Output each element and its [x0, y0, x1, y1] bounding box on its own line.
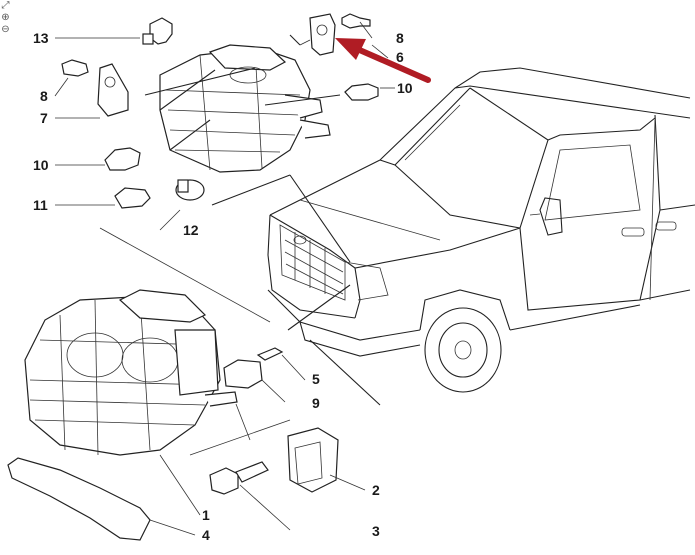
- callout-6: 6: [396, 49, 404, 65]
- callout-12: 12: [183, 222, 199, 238]
- callout-8-top: 8: [396, 30, 404, 46]
- callout-2: 2: [372, 482, 380, 498]
- van-illustration: [267, 67, 695, 393]
- connector-part-5: [256, 347, 284, 361]
- bulb-part-11: [114, 187, 151, 209]
- callout-5: 5: [312, 371, 320, 387]
- zoom-in-icon[interactable]: ⊕: [1, 12, 10, 23]
- zoom-out-icon[interactable]: ⊖: [1, 24, 10, 35]
- switch-part-2: [287, 427, 339, 493]
- screw-part-8-left: [61, 59, 89, 77]
- bulb-part-10-right: [344, 83, 379, 101]
- fit-page-icon[interactable]: ⤢: [1, 0, 10, 11]
- screw-part-8-top: [341, 13, 371, 29]
- callout-13: 13: [33, 30, 49, 46]
- callout-1: 1: [202, 507, 210, 523]
- callout-8-left: 8: [40, 88, 48, 104]
- bracket-part-7: [97, 63, 129, 117]
- leader-lines: [54, 21, 395, 536]
- callout-10-right: 10: [397, 80, 413, 96]
- bulb-part-10-left: [104, 147, 141, 171]
- callout-4: 4: [202, 527, 210, 543]
- callout-labels: 13 8 6 10 8 7 10 11 12 5 9 2 1 3 4: [33, 30, 413, 543]
- highlight-arrow: [335, 38, 431, 83]
- bulb-part-13: [142, 17, 173, 45]
- callout-11: 11: [33, 197, 48, 213]
- bulb-part-12: [175, 179, 205, 201]
- screw-part-3: [209, 461, 269, 495]
- trim-strip-part-4: [7, 457, 151, 541]
- bottom-headlamp-assembly: [24, 289, 238, 456]
- callout-7: 7: [40, 110, 48, 126]
- top-headlamp-assembly: [159, 44, 331, 173]
- callout-10-left: 10: [33, 157, 49, 173]
- callout-9: 9: [312, 395, 320, 411]
- callout-3: 3: [372, 523, 380, 539]
- zoom-toolbar: ⤢ ⊕ ⊖: [0, 0, 14, 36]
- bracket-part-6: [299, 13, 336, 56]
- module-part-9: [223, 359, 263, 389]
